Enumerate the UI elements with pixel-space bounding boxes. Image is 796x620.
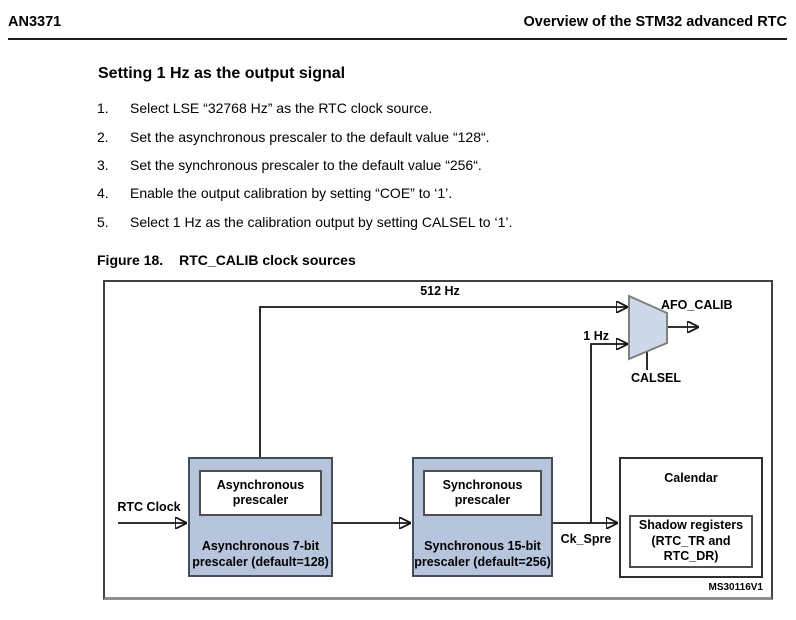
signal-512hz-line [259,307,627,457]
shadow-line3: RTC_DR) [663,549,719,564]
document-id: AN3371 [8,14,62,30]
label-afo-calib: AFO_CALIB [661,297,733,312]
list-item-text: Select LSE “32768 Hz” as the RTC clock s… [130,100,433,117]
calendar-title: Calendar [664,470,718,485]
async-caption-line2: prescaler (default=128) [192,554,329,569]
label-ck-spre: Ck_Spre [560,531,612,546]
label-1hz: 1 Hz [583,328,609,343]
sync-caption-line1: Synchronous 15-bit [424,538,541,553]
shadow-line1: Shadow registers [638,518,744,533]
numbered-list: 1. Select LSE “32768 Hz” as the RTC cloc… [97,94,796,236]
async-prescaler-block: Asynchronous prescaler Asynchronous 7-bi… [188,456,333,577]
mux-shape [628,294,668,361]
list-item: 5. Select 1 Hz as the calibration output… [97,208,796,236]
list-item: 4. Enable the output calibration by sett… [97,179,796,207]
list-item: 3. Set the synchronous prescaler to the … [97,151,796,179]
async-prescaler-caption: Asynchronous 7-bit prescaler (default=12… [192,538,329,570]
diagram-lines [118,294,771,597]
sync-inner-line1: Synchronous [442,477,523,492]
list-item-number: 5. [97,213,109,230]
sync-inner-line2: prescaler [454,492,511,507]
label-512hz: 512 Hz [420,283,460,298]
shadow-registers-box: Shadow registers (RTC_TR and RTC_DR) [629,514,753,568]
label-calsel: CALSEL [631,370,681,385]
figure-watermark: MS30116V1 [708,581,764,593]
figure-caption: Figure 18. RTC_CALIB clock sources [97,252,796,268]
list-item-number: 1. [97,100,109,117]
figure-caption-title: RTC_CALIB clock sources [179,251,356,268]
async-prescaler-inner-box: Asynchronous prescaler [199,469,322,516]
list-item-number: 2. [97,128,109,145]
list-item: 1. Select LSE “32768 Hz” as the RTC cloc… [97,94,796,122]
sync-prescaler-caption: Synchronous 15-bit prescaler (default=25… [414,538,551,570]
page-content: Setting 1 Hz as the output signal 1. Sel… [97,64,796,600]
page-header: AN3371 Overview of the STM32 advanced RT… [8,14,787,40]
sync-prescaler-inner-box: Synchronous prescaler [423,469,542,516]
signal-1hz-line [590,344,627,523]
list-item-text: Set the asynchronous prescaler to the de… [130,128,490,145]
list-item-number: 4. [97,185,109,202]
list-item: 2. Set the asynchronous prescaler to the… [97,122,796,150]
async-inner-line1: Asynchronous [216,477,305,492]
sync-prescaler-block: Synchronous prescaler Synchronous 15-bit… [412,456,553,577]
list-item-text: Enable the output calibration by setting… [130,185,453,202]
sync-caption-line2: prescaler (default=256) [414,554,551,569]
async-inner-line2: prescaler [232,492,289,507]
calendar-block: Calendar Shadow registers (RTC_TR and RT… [619,456,763,578]
shadow-line2: (RTC_TR and [651,533,731,548]
list-item-number: 3. [97,156,109,173]
document-title: Overview of the STM32 advanced RTC [523,14,788,30]
section-heading: Setting 1 Hz as the output signal [98,65,346,82]
list-item-text: Set the synchronous prescaler to the def… [130,156,482,173]
label-rtc-clock: RTC Clock [117,499,181,514]
figure-diagram: 512 Hz 1 Hz AFO_CALIB CALSEL RTC Clock C… [103,279,773,600]
figure-caption-label: Figure 18. [97,251,164,268]
async-caption-line1: Asynchronous 7-bit [201,538,320,553]
list-item-text: Select 1 Hz as the calibration output by… [130,213,513,230]
